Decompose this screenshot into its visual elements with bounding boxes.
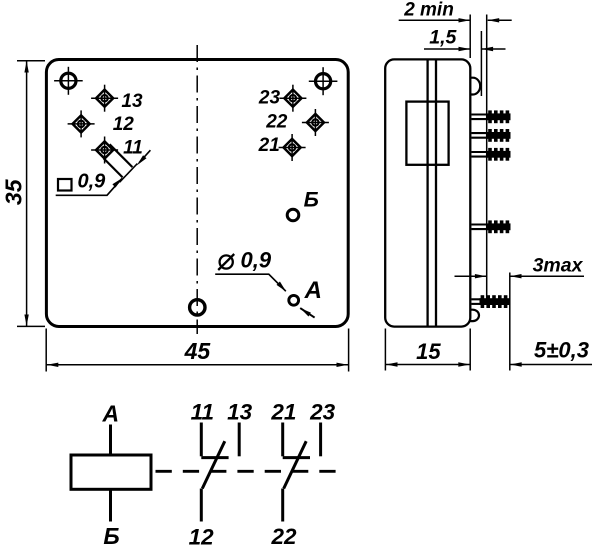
svg-text:А: А <box>304 277 322 304</box>
svg-text:21: 21 <box>270 399 296 424</box>
svg-text:Б: Б <box>103 523 119 549</box>
svg-text:23: 23 <box>309 399 336 424</box>
svg-text:45: 45 <box>184 338 212 364</box>
svg-text:13: 13 <box>227 399 253 424</box>
svg-text:21: 21 <box>258 135 280 156</box>
svg-text:11: 11 <box>191 399 214 424</box>
svg-text:13: 13 <box>121 91 143 112</box>
svg-text:0,9: 0,9 <box>241 247 272 272</box>
svg-text:0,9: 0,9 <box>78 171 107 193</box>
svg-text:1,5: 1,5 <box>429 26 457 48</box>
svg-text:15: 15 <box>416 339 441 364</box>
svg-text:22: 22 <box>270 524 297 549</box>
svg-text:22: 22 <box>265 111 288 132</box>
svg-text:2 min: 2 min <box>403 0 454 21</box>
svg-text:5±0,3: 5±0,3 <box>534 337 589 362</box>
svg-text:11: 11 <box>123 137 143 158</box>
svg-text:12: 12 <box>189 525 215 550</box>
svg-text:23: 23 <box>258 87 281 108</box>
svg-text:12: 12 <box>113 114 135 135</box>
svg-text:35: 35 <box>1 178 27 205</box>
svg-text:А: А <box>101 401 119 427</box>
svg-text:Б: Б <box>304 188 319 212</box>
svg-text:3max: 3max <box>533 254 584 276</box>
